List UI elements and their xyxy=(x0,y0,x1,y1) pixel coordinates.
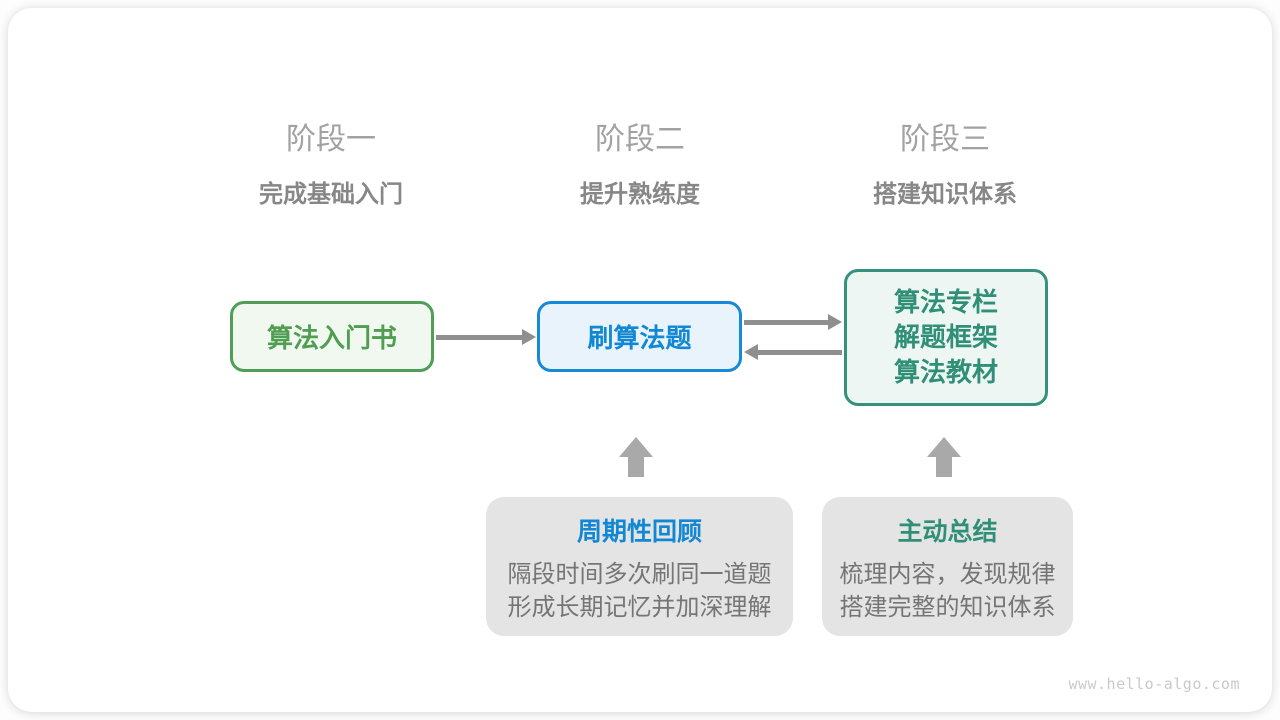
node-knowledge-sources-line-1: 算法专栏 xyxy=(893,287,998,317)
note-active-summary-title: 主动总结 xyxy=(897,518,998,546)
up-arrow-stem xyxy=(936,457,952,477)
note-periodic-review-title: 周期性回顾 xyxy=(576,518,702,546)
note-body-line: 形成长期记忆并加深理解 xyxy=(507,594,772,621)
note-body-line: 搭建完整的知识体系 xyxy=(839,594,1056,621)
node-intro-book: 算法入门书 xyxy=(230,301,434,372)
arrow-sources-to-solve xyxy=(744,344,842,360)
stage-3-label: 阶段三 xyxy=(900,123,990,156)
note-body-line: 梳理内容，发现规律 xyxy=(839,561,1056,588)
note-body-line: 隔段时间多次刷同一道题 xyxy=(507,561,772,588)
node-knowledge-sources: 算法专栏 解题框架 算法教材 xyxy=(844,269,1048,406)
stage-2-label: 阶段二 xyxy=(595,123,685,156)
arrow-right-head-icon xyxy=(522,329,536,345)
arrow-intro-to-solve xyxy=(436,329,536,345)
stage-1-subtitle: 完成基础入门 xyxy=(259,181,403,208)
stage-header-2: 阶段二 提升熟练度 xyxy=(580,122,700,209)
node-knowledge-sources-line-2: 解题框架 xyxy=(893,322,998,352)
arrow-left-head-icon xyxy=(744,344,758,360)
arrow-right-head-icon xyxy=(828,314,842,330)
note-periodic-review-body: 隔段时间多次刷同一道题 形成长期记忆并加深理解 xyxy=(486,558,793,624)
node-knowledge-sources-line-3: 算法教材 xyxy=(893,357,998,387)
node-solve-problems: 刷算法题 xyxy=(537,301,742,372)
arrow-shaft xyxy=(755,349,842,355)
up-arrow-stem xyxy=(628,457,644,477)
node-solve-problems-label: 刷算法题 xyxy=(587,323,692,353)
note-periodic-review: 周期性回顾 隔段时间多次刷同一道题 形成长期记忆并加深理解 xyxy=(486,497,793,636)
arrow-shaft xyxy=(744,319,831,325)
node-intro-book-label: 算法入门书 xyxy=(266,323,397,353)
site-watermark: www.hello-algo.com xyxy=(1068,675,1240,693)
stage-header-1: 阶段一 完成基础入门 xyxy=(259,122,403,209)
up-arrow-head xyxy=(927,437,961,457)
up-arrow-review-icon xyxy=(619,437,653,477)
note-active-summary-body: 梳理内容，发现规律 搭建完整的知识体系 xyxy=(822,558,1073,624)
stage-2-subtitle: 提升熟练度 xyxy=(580,181,700,208)
up-arrow-head xyxy=(619,437,653,457)
stage-3-subtitle: 搭建知识体系 xyxy=(873,181,1017,208)
arrow-solve-to-sources xyxy=(744,314,842,330)
up-arrow-summary-icon xyxy=(927,437,961,477)
arrow-shaft xyxy=(436,334,525,340)
stage-header-3: 阶段三 搭建知识体系 xyxy=(873,122,1017,209)
stage-1-label: 阶段一 xyxy=(286,123,376,156)
note-active-summary: 主动总结 梳理内容，发现规律 搭建完整的知识体系 xyxy=(822,497,1073,636)
